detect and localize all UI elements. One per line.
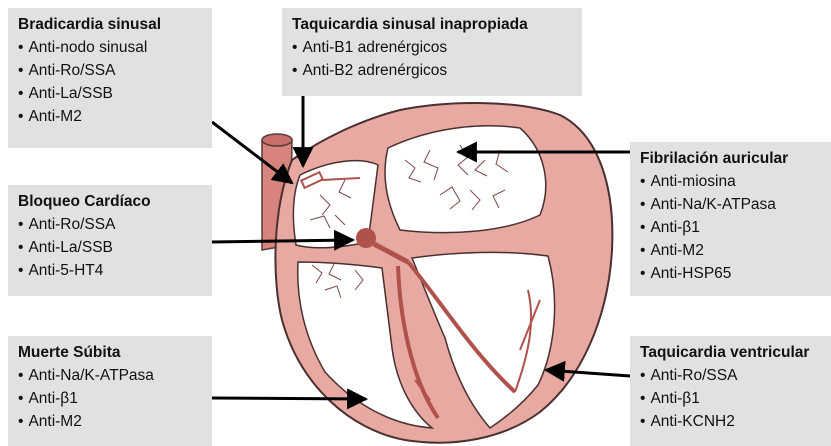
- list-item: Anti-Ro/SSA: [640, 364, 821, 387]
- box-fibrilacion-auricular: Fibrilación auricular Anti-miosina Anti-…: [630, 142, 831, 296]
- list-item: Anti-Na/K-ATPasa: [18, 364, 202, 387]
- list-item: Anti-β1: [640, 216, 821, 239]
- box-title: Fibrilación auricular: [640, 148, 821, 170]
- box-muerte-subita: Muerte Súbita Anti-Na/K-ATPasa Anti-β1 A…: [8, 336, 212, 446]
- list-item: Anti-miosina: [640, 170, 821, 193]
- list-item: Anti-β1: [18, 387, 202, 410]
- list-item: Anti-M2: [640, 239, 821, 262]
- list-item: Anti-5-HT4: [18, 259, 202, 282]
- av-node: [356, 228, 376, 248]
- box-title: Muerte Súbita: [18, 342, 202, 364]
- list-item: Anti-B2 adrenérgicos: [292, 59, 572, 82]
- box-taquicardia-ventricular: Taquicardia ventricular Anti-Ro/SSA Anti…: [630, 336, 831, 446]
- list-item: Anti-M2: [18, 410, 202, 433]
- list-item: Anti-Ro/SSA: [18, 213, 202, 236]
- list-item: Anti-La/SSB: [18, 82, 202, 105]
- list-item: Anti-nodo sinusal: [18, 36, 202, 59]
- list-item: Anti-Na/K-ATPasa: [640, 193, 821, 216]
- list-item: Anti-B1 adrenérgicos: [292, 36, 572, 59]
- list-item: Anti-HSP65: [640, 262, 821, 285]
- box-bloqueo-cardiaco: Bloqueo Cardíaco Anti-Ro/SSA Anti-La/SSB…: [8, 185, 212, 296]
- list-item: Anti-M2: [18, 105, 202, 128]
- list-item: Anti-Ro/SSA: [18, 59, 202, 82]
- arrow-bloqueo: [212, 240, 353, 242]
- box-bradicardia-sinusal: Bradicardia sinusal Anti-nodo sinusal An…: [8, 8, 212, 148]
- vena-cava-opening: [262, 134, 292, 146]
- arrow-muerte: [212, 398, 366, 399]
- box-title: Bradicardia sinusal: [18, 14, 202, 36]
- left-atrium: [385, 126, 546, 233]
- list-item: Anti-β1: [640, 387, 821, 410]
- box-title: Taquicardia sinusal inapropiada: [292, 14, 572, 36]
- list-item: Anti-La/SSB: [18, 236, 202, 259]
- list-item: Anti-KCNH2: [640, 410, 821, 433]
- box-title: Taquicardia ventricular: [640, 342, 821, 364]
- box-taquicardia-sinusal: Taquicardia sinusal inapropiada Anti-B1 …: [282, 8, 582, 96]
- box-title: Bloqueo Cardíaco: [18, 191, 202, 213]
